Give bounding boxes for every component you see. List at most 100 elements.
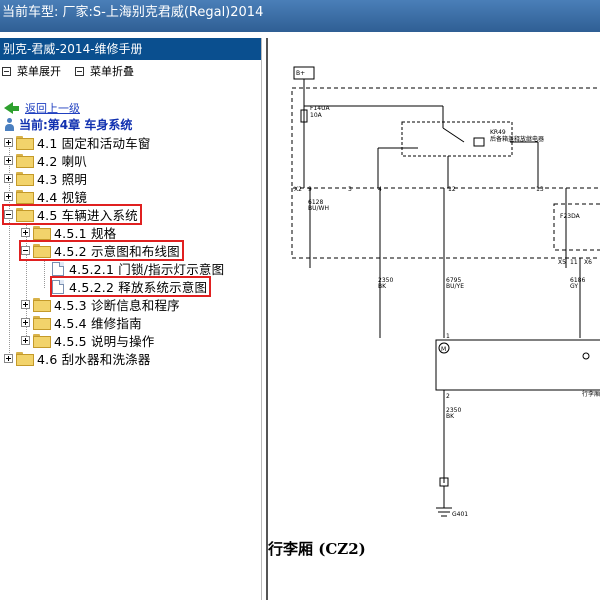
expand-toggle-icon[interactable] [4, 354, 13, 363]
connector-label: X6 [584, 259, 592, 266]
tree-item-4-5-5[interactable]: 4.5.5 说明与操作 [21, 332, 154, 349]
collapse-toggle-icon[interactable] [4, 210, 13, 219]
back-link-label: 返回上一级 [25, 102, 80, 115]
tree-item-4-5-2-2[interactable]: 4.5.2.2 释放系统示意图 [49, 276, 212, 297]
tree-item-4-2[interactable]: 4.2 喇叭 [4, 152, 87, 169]
connector-label: X2 [294, 186, 302, 193]
tree-item-4-3[interactable]: 4.3 照明 [4, 170, 87, 187]
tree-guide-line [26, 224, 27, 344]
tree-item-4-5-2[interactable]: 4.5.2 示意图和布线图 [19, 240, 184, 261]
document-icon [52, 261, 64, 276]
relay-code: KR49 [490, 129, 506, 136]
tree-item-label: 4.5 车辆进入系统 [37, 208, 138, 223]
tree-guide-line [9, 141, 10, 361]
tree-item-label: 4.5.2.2 释放系统示意图 [69, 280, 208, 295]
fuse-label: F14UA [310, 105, 330, 112]
folder-icon [33, 334, 51, 348]
manual-title-bar: 别克-君威-2014-维修手册 [0, 38, 261, 60]
folder-icon [16, 136, 34, 150]
actuator-box [435, 339, 600, 391]
expand-toggle-icon[interactable] [21, 336, 30, 345]
motor-label: M [441, 346, 446, 353]
pin-label: 9 [308, 186, 312, 193]
wire-label: 6186 [570, 277, 585, 284]
back-arrow-icon [4, 102, 13, 114]
collapse-box-icon [2, 66, 11, 76]
actuator-label: 行李厢 [582, 390, 600, 398]
wiring-diagram: B+ F14UA 10A KR49 后备箱盖释放继电器 F23DA X2 9 3… [291, 66, 600, 518]
expand-toggle-icon[interactable] [4, 192, 13, 201]
tree-item-label: 4.1 固定和活动车窗 [37, 136, 151, 151]
wire [442, 127, 465, 143]
fuse-symbol [300, 109, 308, 123]
back-link[interactable]: 返回上一级 [4, 100, 80, 116]
folder-icon [33, 226, 51, 240]
tree-item-4-6[interactable]: 4.6 刮水器和洗涤器 [4, 350, 151, 367]
back-arrow-tail [13, 105, 19, 111]
folder-icon [33, 316, 51, 330]
relay-outline [401, 121, 513, 157]
module-code: F23DA [560, 213, 581, 220]
pin-label: 12 [448, 186, 456, 193]
current-chapter: 当前:第4章 车身系统 [4, 116, 132, 133]
pin-label: 3 [348, 186, 352, 193]
fuse-rating: 10A [310, 112, 323, 119]
tree-item-4-5-4[interactable]: 4.5.4 维修指南 [21, 314, 142, 331]
collapse-menu-button[interactable]: 菜单折叠 [75, 63, 134, 79]
window-title-bar: 当前车型: 厂家:S-上海别克君威(Regal)2014 [0, 0, 600, 32]
tree-item-4-5-2-1[interactable]: 4.5.2.1 门锁/指示灯示意图 [52, 260, 224, 277]
current-chapter-label: 当前:第4章 车身系统 [19, 118, 133, 132]
pin-label: 13 [536, 186, 544, 193]
pin-label: 4 [378, 186, 382, 193]
relay-coil [473, 137, 485, 147]
fuse-block-outline [291, 87, 600, 189]
tree-item-label: 4.4 视镜 [37, 190, 88, 205]
pin-label: 1 [446, 333, 450, 340]
expand-toggle-icon[interactable] [21, 300, 30, 309]
folder-icon [16, 154, 34, 168]
wire-label: 6795 [446, 277, 461, 284]
manual-title: 别克-君威-2014-维修手册 [3, 42, 143, 56]
collapse-toggle-icon[interactable] [21, 246, 30, 255]
window-title: 当前车型: 厂家:S-上海别克君威(Regal)2014 [2, 5, 264, 20]
tree-item-4-4[interactable]: 4.4 视镜 [4, 188, 87, 205]
expand-toggle-icon[interactable] [21, 318, 30, 327]
wire-color: BU/WH [308, 205, 329, 212]
diagram-viewer[interactable]: B+ F14UA 10A KR49 后备箱盖释放继电器 F23DA X2 9 3… [266, 38, 600, 600]
tree-item-label: 4.6 刮水器和洗涤器 [37, 352, 151, 367]
person-icon [4, 118, 15, 131]
tree-item-label: 4.5.2 示意图和布线图 [54, 244, 180, 259]
ground-label: G401 [452, 511, 468, 518]
collapse-menu-label: 菜单折叠 [90, 65, 134, 78]
tree-item-4-5-1[interactable]: 4.5.1 规格 [21, 224, 116, 241]
wire-color: BK [446, 413, 455, 420]
open-folder-icon [16, 208, 34, 222]
diagram-caption: 行李厢 (CZ2) [268, 540, 366, 558]
relay-name: 后备箱盖释放继电器 [490, 135, 544, 143]
expand-toggle-icon[interactable] [4, 138, 13, 147]
tree-item-label: 4.2 喇叭 [37, 154, 88, 169]
pin-label: 2 [446, 393, 450, 400]
expand-toggle-icon[interactable] [4, 156, 13, 165]
tree-guide-line [44, 260, 45, 288]
motor-symbol [438, 342, 450, 354]
tree-item-label: 4.5.5 说明与操作 [54, 334, 155, 349]
menu-toolbar: 菜单展开 菜单折叠 [0, 60, 261, 82]
open-folder-icon [33, 244, 51, 258]
tree-item-label: 4.5.3 诊断信息和程序 [54, 298, 180, 313]
tree-item-4-5-3[interactable]: 4.5.3 诊断信息和程序 [21, 296, 180, 313]
tree-item-4-1[interactable]: 4.1 固定和活动车窗 [4, 134, 151, 151]
folder-icon [16, 172, 34, 186]
tree-item-4-5[interactable]: 4.5 车辆进入系统 [2, 204, 142, 225]
wire-label: 2350 [446, 407, 461, 414]
expand-menu-button[interactable]: 菜单展开 [2, 63, 61, 79]
connector-label: X5 [558, 259, 566, 266]
module-outline [553, 203, 600, 251]
wire-label: 6128 [308, 199, 323, 206]
expand-toggle-icon[interactable] [21, 228, 30, 237]
document-icon [52, 279, 64, 294]
folder-icon [33, 298, 51, 312]
tree-item-label: 4.3 照明 [37, 172, 88, 187]
folder-icon [16, 352, 34, 366]
expand-toggle-icon[interactable] [4, 174, 13, 183]
